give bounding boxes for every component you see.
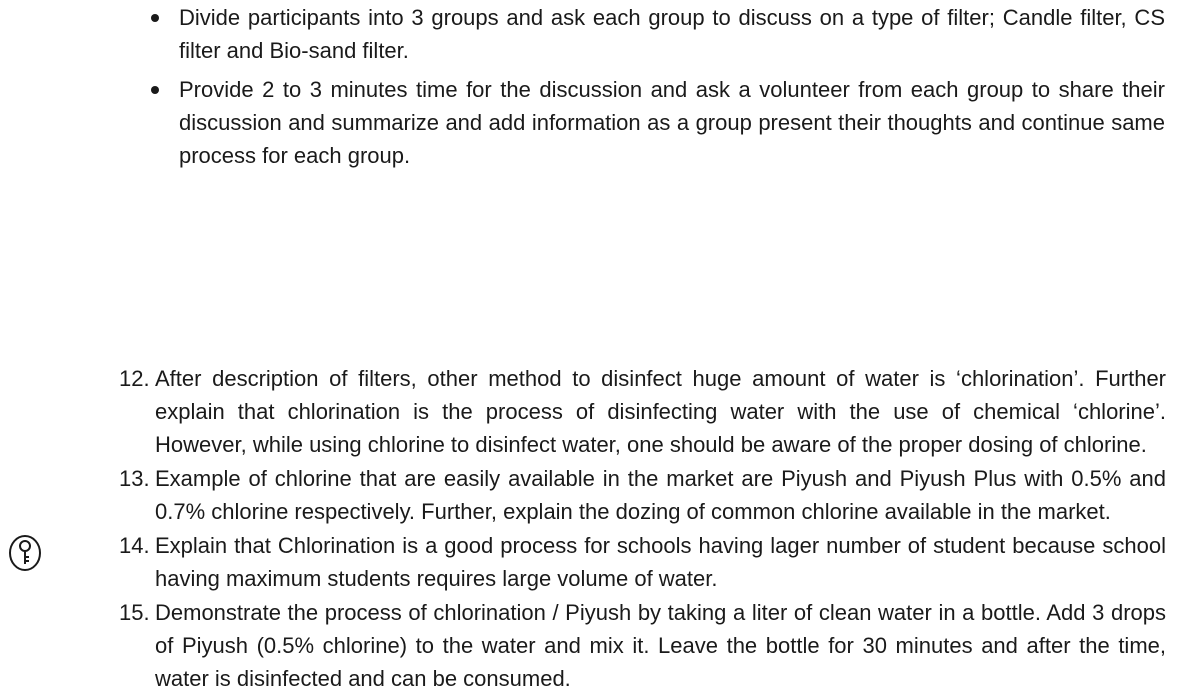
step-item: 14.Explain that Chlorination is a good p… xyxy=(119,529,1166,595)
step-text: Demonstrate the process of chlorination … xyxy=(155,600,1166,691)
step-item: 13.Example of chlorine that are easily a… xyxy=(119,462,1166,528)
bullet-dot xyxy=(151,14,159,22)
bullet-list: Divide participants into 3 groups and as… xyxy=(145,1,1165,178)
step-number: 12. xyxy=(119,366,150,391)
step-item: 12.After description of filters, other m… xyxy=(119,362,1166,461)
step-number: 14. xyxy=(119,533,150,558)
bullet-dot xyxy=(151,86,159,94)
step-number: 15. xyxy=(119,600,150,625)
step-text: Explain that Chlorination is a good proc… xyxy=(155,533,1166,591)
key-icon xyxy=(9,535,41,571)
bullet-text: Provide 2 to 3 minutes time for the disc… xyxy=(179,77,1165,168)
bullet-item: Divide participants into 3 groups and as… xyxy=(145,1,1165,67)
numbered-steps: 12.After description of filters, other m… xyxy=(119,362,1166,696)
step-item: 15.Demonstrate the process of chlorinati… xyxy=(119,596,1166,695)
bullet-text: Divide participants into 3 groups and as… xyxy=(179,5,1165,63)
step-number: 13. xyxy=(119,466,150,491)
step-text: After description of filters, other meth… xyxy=(155,366,1166,457)
step-text: Example of chlorine that are easily avai… xyxy=(155,466,1166,524)
bullet-item: Provide 2 to 3 minutes time for the disc… xyxy=(145,73,1165,172)
